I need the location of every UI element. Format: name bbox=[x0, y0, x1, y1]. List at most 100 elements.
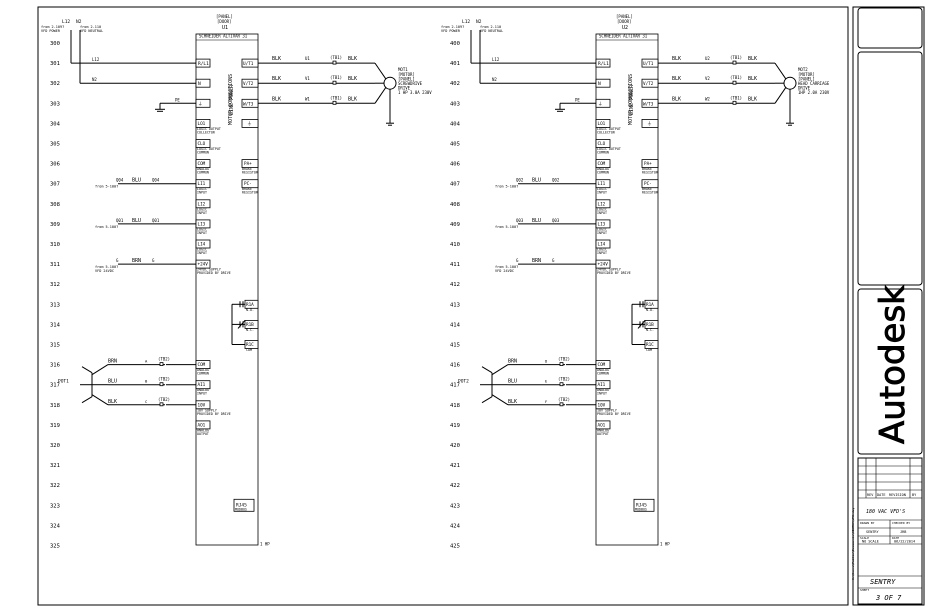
rung-number: 311 bbox=[50, 262, 60, 268]
wire-color: BRN bbox=[508, 359, 517, 365]
wire-color: BLK bbox=[748, 56, 757, 62]
brake-desc: RESISTOR bbox=[242, 191, 258, 195]
rj45-label: RJ45 bbox=[236, 502, 247, 508]
terminal-block: (TB1) bbox=[330, 55, 342, 60]
brake-terminal-label: PA+ bbox=[644, 161, 652, 167]
pot-wire-lead bbox=[491, 364, 509, 376]
analog-desc: OUTPUT bbox=[597, 432, 609, 436]
date-label: DATE bbox=[892, 536, 899, 540]
wire-from: from 5-100? bbox=[95, 225, 118, 229]
wire-letter: D bbox=[545, 359, 548, 364]
io-terminal bbox=[195, 239, 211, 249]
io-terminal bbox=[195, 199, 211, 209]
analog-desc: ANALOG bbox=[597, 388, 609, 392]
rung-number: 410 bbox=[450, 242, 460, 248]
brake-desc: BRAKE bbox=[642, 167, 652, 171]
supply-from: from 2-110 bbox=[80, 25, 101, 29]
rung-number: 415 bbox=[450, 343, 460, 349]
io-desc: LOGIC bbox=[197, 227, 207, 231]
io-terminal bbox=[595, 239, 611, 249]
analog-terminal-label: COM bbox=[198, 362, 206, 368]
wire-label: L12 bbox=[492, 57, 500, 62]
wire-color: BLK bbox=[108, 399, 117, 405]
wire-number: Q01 bbox=[116, 218, 124, 223]
wire-number: G bbox=[116, 258, 119, 263]
diagram-vfd-u2: 4004014024034044054064074084094104114124… bbox=[441, 14, 830, 550]
analog-terminal bbox=[595, 380, 611, 390]
pot-tag: POT2 bbox=[458, 379, 469, 385]
relay-desc: N.C. bbox=[246, 328, 254, 332]
rung-number: 305 bbox=[50, 142, 60, 148]
wire-color: BRN bbox=[132, 258, 141, 264]
rung-number: 310 bbox=[50, 242, 60, 248]
io-terminal-label: CLO bbox=[598, 141, 606, 147]
rung-number: 302 bbox=[50, 81, 60, 87]
wire-color: BLU bbox=[132, 178, 141, 184]
io-terminal-label: CLO bbox=[198, 141, 206, 147]
brake-desc: RESISTOR bbox=[642, 171, 658, 175]
analog-terminal-label: AI1 bbox=[598, 382, 606, 388]
title-block: Autodesk REV DATE REVISION BY C:\Users\P… bbox=[851, 7, 923, 605]
rung-number: 412 bbox=[450, 282, 460, 288]
analog-desc: OUTPUT bbox=[197, 432, 209, 436]
io-desc: INPUT bbox=[197, 191, 207, 195]
ground-terminal bbox=[641, 119, 659, 128]
rung-number: 422 bbox=[450, 483, 460, 489]
rung-number: 309 bbox=[50, 222, 60, 228]
io-terminal-label: LI4 bbox=[198, 242, 206, 248]
wire-number: W2 bbox=[705, 96, 710, 101]
rung-number: 306 bbox=[50, 162, 60, 168]
drawn-by: SENTRY bbox=[866, 530, 880, 534]
analog-terminal bbox=[595, 400, 611, 410]
analog-terminal-label: 10V bbox=[598, 402, 606, 408]
analog-terminal-label: COM bbox=[598, 362, 606, 368]
io-terminal-label: LO1 bbox=[198, 121, 206, 127]
rung-number: 403 bbox=[450, 101, 460, 107]
wire-letter: B bbox=[145, 379, 148, 384]
io-desc: LOGIC OUTPUT bbox=[597, 127, 621, 131]
analog-desc: INPUT bbox=[197, 392, 207, 396]
logo-box bbox=[857, 288, 923, 455]
hp-label: 1 HP bbox=[660, 542, 670, 547]
terminal-block: (TB2) bbox=[158, 397, 170, 402]
terminal-square bbox=[159, 362, 164, 367]
wire-color: BRN bbox=[108, 359, 117, 365]
io-terminal bbox=[595, 119, 611, 128]
motor-connections-label: MOTOR CONNECTIONS bbox=[228, 74, 234, 125]
rung-number: 312 bbox=[50, 282, 60, 288]
vfd-tag: U1 bbox=[222, 25, 228, 31]
rev-header-date: DATE bbox=[877, 493, 885, 497]
rev-header-revision: REVISION bbox=[889, 493, 906, 497]
terminal-block: (TB2) bbox=[558, 357, 570, 362]
scale-label: SCALE bbox=[860, 536, 869, 540]
analog-desc: INPUT bbox=[597, 392, 607, 396]
terminal-square bbox=[332, 100, 337, 105]
rj45-port bbox=[633, 498, 655, 512]
terminal-square bbox=[332, 80, 337, 85]
rung-number: 414 bbox=[450, 322, 461, 328]
motor-tag: MOT1 bbox=[398, 67, 408, 72]
wire-label: N2 bbox=[92, 77, 97, 82]
wire-color: BLU bbox=[532, 218, 541, 224]
terminal-block: (TB1) bbox=[730, 95, 742, 100]
brake-terminal bbox=[241, 159, 259, 169]
title-block-box-1 bbox=[857, 7, 923, 49]
io-desc: COLLECTOR bbox=[197, 130, 215, 134]
drawing-border bbox=[37, 6, 849, 606]
io-desc: LOGIC OUTPUT bbox=[197, 147, 221, 151]
brake-terminal-label: PC- bbox=[244, 181, 252, 187]
pot-wire-lead bbox=[491, 394, 509, 406]
motor-desc: DRIVE bbox=[398, 86, 411, 91]
io-desc: LOGIC bbox=[197, 248, 207, 252]
relay-contact bbox=[637, 320, 646, 329]
io-terminal-label: LI3 bbox=[198, 221, 206, 227]
wire-from: from 5-100? bbox=[95, 185, 118, 189]
relay-desc: N.O. bbox=[246, 308, 254, 312]
rung-number: 423 bbox=[450, 503, 460, 509]
analog-terminal bbox=[595, 360, 611, 370]
rung-number: 318 bbox=[50, 403, 60, 409]
wire-number: Q03 bbox=[552, 218, 560, 223]
relay-terminal-label: R1B bbox=[246, 322, 254, 328]
wire-label: L12 bbox=[92, 57, 100, 62]
motor-desc: [PANEL] bbox=[798, 77, 815, 82]
